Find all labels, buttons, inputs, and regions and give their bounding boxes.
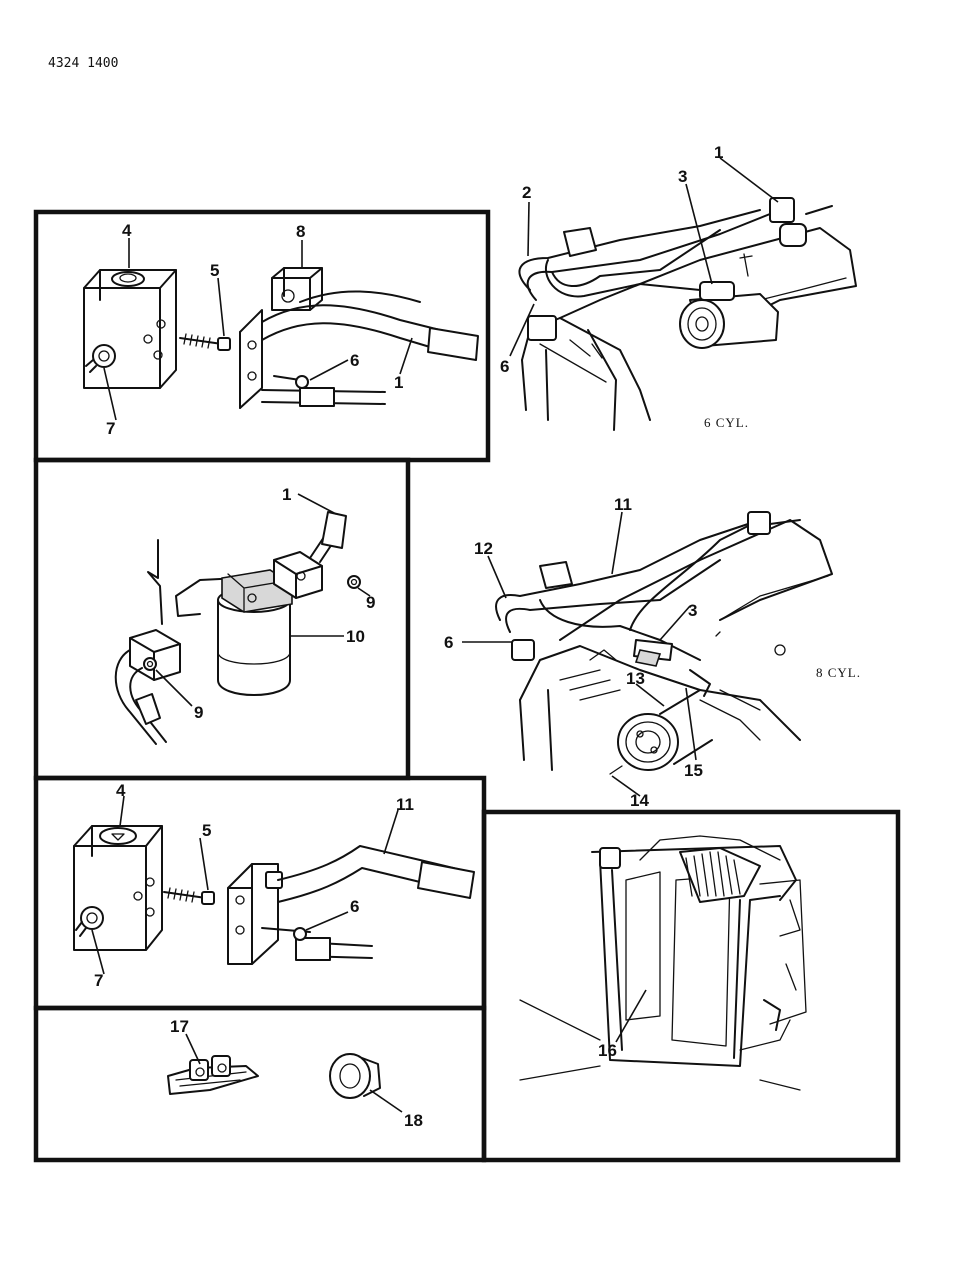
callout-8: 8	[296, 222, 305, 241]
callout-7: 7	[106, 419, 115, 438]
callout-4: 4	[122, 221, 132, 240]
callout-5: 5	[202, 821, 211, 840]
callout-13: 13	[626, 669, 645, 688]
document-number: 4324 1400	[48, 56, 118, 71]
engine-label-8cyl: 8 CYL.	[816, 665, 861, 680]
callout-9-lower: 9	[194, 703, 203, 722]
low-pressure-switch	[85, 344, 116, 373]
callout-11: 11	[614, 495, 632, 514]
compressor-8cyl	[617, 689, 713, 771]
callout-16: 16	[598, 1041, 617, 1060]
callout-7: 7	[94, 971, 103, 990]
callout-3: 3	[688, 601, 697, 620]
callout-11: 11	[396, 795, 414, 814]
callout-6: 6	[350, 351, 359, 370]
engine-label-6cyl: 6 CYL.	[704, 415, 749, 430]
callout-3: 3	[678, 167, 687, 186]
callout-12: 12	[474, 539, 493, 558]
valve-bolt	[163, 887, 215, 905]
callout-1: 1	[714, 143, 723, 162]
fan-shroud	[679, 847, 761, 903]
panel-valve-8cyl: 4 5 11 6 7	[73, 781, 475, 990]
callout-14: 14	[630, 791, 649, 810]
callout-2: 2	[522, 183, 531, 202]
compressor-6cyl	[679, 281, 779, 349]
valve-bolt	[179, 333, 231, 351]
panel-condenser: 16	[519, 835, 807, 1091]
condenser	[599, 859, 781, 1067]
callout-1: 1	[282, 485, 291, 504]
callout-4: 4	[116, 781, 126, 800]
callout-15: 15	[684, 761, 703, 780]
panel-engine-6cyl: 1 3 2 6 6 CYL.	[500, 143, 857, 431]
callout-17: 17	[170, 1017, 189, 1036]
clutch-cycling-switch	[271, 267, 323, 311]
callout-5: 5	[210, 261, 219, 280]
callout-6: 6	[444, 633, 453, 652]
hose-clip	[167, 1055, 259, 1095]
callout-1: 1	[394, 373, 403, 392]
callout-10: 10	[346, 627, 365, 646]
callout-6: 6	[350, 897, 359, 916]
low-pressure-switch	[75, 906, 104, 937]
hose-flange	[239, 309, 263, 409]
panel-clips: 17 18	[167, 1017, 423, 1130]
panel-valve-6cyl: 4 8 5 6 1 7	[83, 221, 479, 438]
panel-engine-8cyl: 11 12 3 6 13 15 14 8 CYL.	[444, 495, 861, 810]
callout-18: 18	[404, 1111, 423, 1130]
panel-receiver: 1 9 10 9	[114, 485, 375, 745]
callout-9: 9	[366, 593, 375, 612]
panel-frames	[33, 209, 901, 1163]
callout-6: 6	[500, 357, 509, 376]
